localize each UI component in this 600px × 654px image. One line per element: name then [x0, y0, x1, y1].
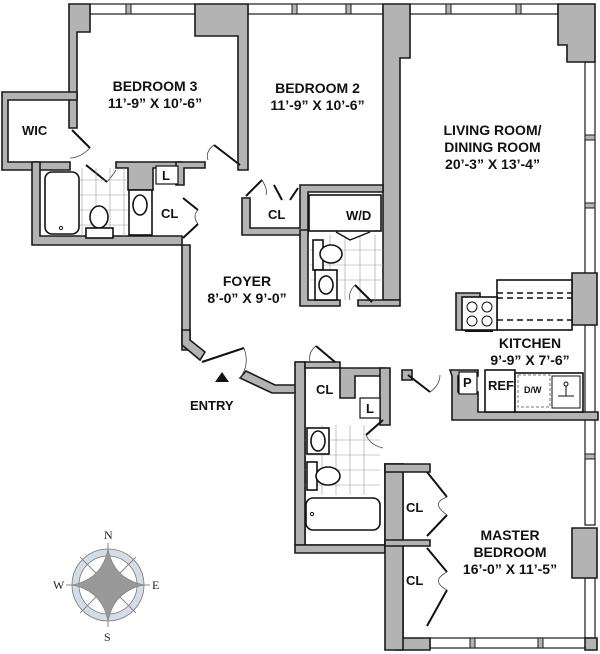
label-closet: CL [268, 207, 286, 222]
label-linen: L [366, 401, 374, 416]
bathtub-icon [44, 171, 80, 235]
room-name: MASTER [480, 527, 540, 543]
windows-top [89, 3, 559, 15]
toilet-icon [319, 244, 343, 264]
label-closet: CL [406, 573, 424, 588]
bathtub-icon [305, 497, 381, 531]
label-pantry: P [463, 375, 472, 390]
label-entry: ENTRY [190, 398, 234, 413]
room-name-2: BEDROOM [473, 544, 547, 560]
room-label-bedroom3: BEDROOM 3 11’-9” X 10’-6” [95, 78, 215, 112]
room-dims: 11’-9” X 10’-6” [270, 97, 365, 113]
compass-rose-icon [66, 543, 150, 627]
windows-right [584, 61, 596, 639]
room-name: KITCHEN [498, 335, 562, 351]
room-name: FOYER [222, 273, 272, 289]
walls [1, 3, 599, 651]
room-name-2: DINING ROOM [444, 139, 541, 155]
label-closet: CL [161, 206, 179, 221]
room-label-living: LIVING ROOM/ DINING ROOM 20’-3” X 13’-4” [430, 122, 555, 173]
compass-east: E [152, 578, 160, 592]
windows-bottom [429, 637, 591, 649]
label-closet: CL [316, 382, 334, 397]
linen-closet-3 [155, 165, 179, 185]
kitchen-sink-icon [551, 375, 581, 409]
room-label-foyer: FOYER 8’-0” X 9’-0” [192, 273, 302, 307]
room-name: LIVING ROOM/ [443, 122, 542, 138]
linen-closet-master [359, 397, 381, 419]
entry-arrow-icon [215, 372, 229, 382]
room-name: BEDROOM 3 [112, 78, 198, 94]
label-washer-dryer: W/D [346, 208, 372, 223]
room-dims: 16’-0” X 11’-5” [462, 561, 558, 577]
label-linen: L [162, 168, 170, 183]
room-dims: 20’-3” X 13’-4” [445, 156, 540, 172]
toilet-icon [89, 205, 109, 229]
compass-south: S [104, 630, 111, 644]
washer-dryer [308, 194, 382, 232]
stove-icon [461, 296, 498, 331]
room-dims: 9’-9” X 7’-6” [490, 352, 570, 368]
fixtures [44, 165, 584, 531]
room-name: BEDROOM 2 [275, 80, 360, 96]
label-wic: WIC [22, 123, 48, 138]
kitchen-counter [496, 279, 573, 331]
dishwasher-icon [517, 374, 551, 408]
room-label-kitchen: KITCHEN 9’-9” X 7’-6” [475, 335, 585, 369]
compass-west: W [53, 578, 65, 592]
refrigerator [484, 369, 516, 413]
room-label-bedroom2: BEDROOM 2 11’-9” X 10’-6” [255, 80, 380, 114]
room-dims: 11’-9” X 10’-6” [107, 95, 203, 111]
room-label-master: MASTER BEDROOM 16’-0” X 11’-5” [450, 527, 570, 578]
room-dims: 8’-0” X 9’-0” [207, 290, 287, 306]
pantry [458, 371, 478, 395]
label-closet: CL [406, 500, 424, 515]
toilet-icon [315, 466, 341, 486]
label-dishwasher: D/W [524, 385, 542, 395]
compass-north: N [104, 528, 113, 542]
label-refrigerator: REF [488, 378, 514, 393]
doors [69, 129, 448, 627]
